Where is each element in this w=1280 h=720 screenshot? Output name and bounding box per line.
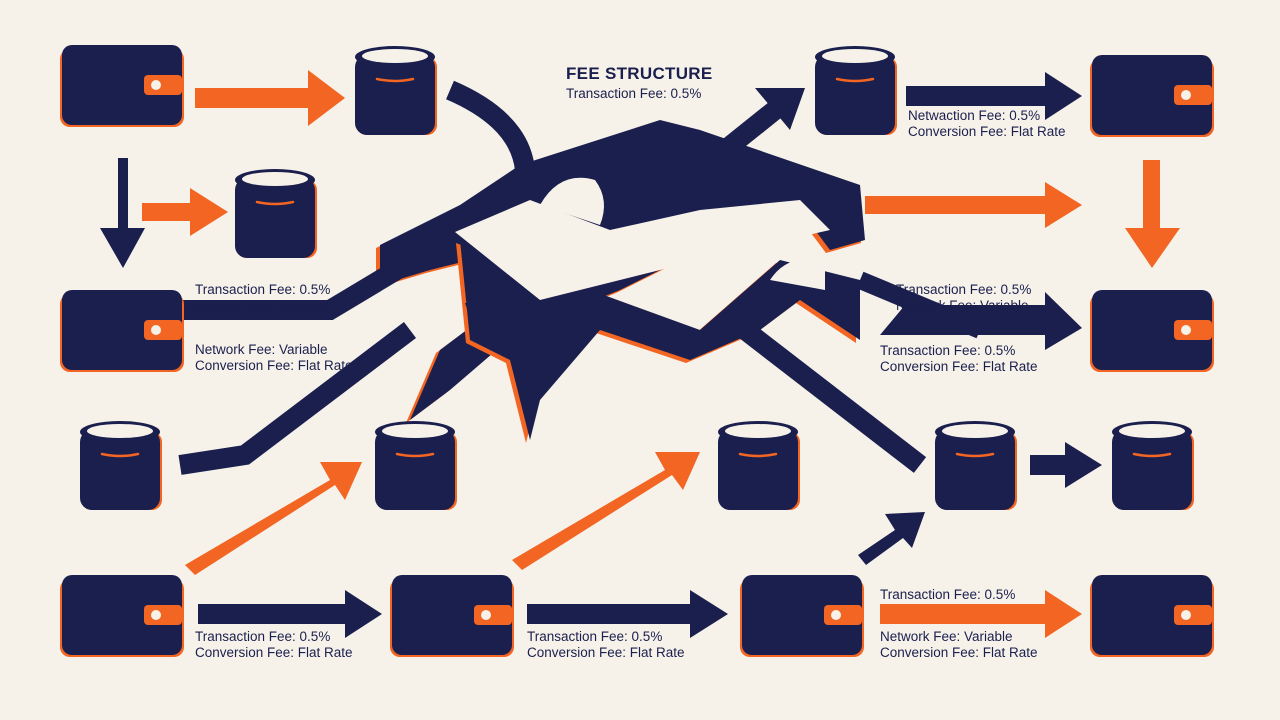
coin-stack-icon — [716, 419, 802, 512]
wallet-icon — [1090, 575, 1214, 657]
arrow-icon — [906, 72, 1082, 120]
arrow-icon — [527, 590, 728, 638]
coin-stack-icon — [373, 419, 459, 512]
coin-stack-icon — [233, 167, 319, 260]
coin-stack-icon — [933, 419, 1019, 512]
central-network — [175, 80, 984, 475]
arrow-icon — [858, 512, 925, 565]
fee-label-bottom-right: Network Fee: Variable Conversion Fee: Fl… — [880, 629, 1038, 660]
arrow-icon — [880, 292, 1082, 350]
fee-label-top-right: Netwaction Fee: 0.5% Conversion Fee: Fla… — [908, 108, 1066, 139]
fee-label-bottom-right-top: Transaction Fee: 0.5% — [880, 587, 1016, 602]
coin-stack-icon — [78, 419, 164, 512]
coin-stack-icon — [813, 44, 899, 137]
wallet-icon — [1090, 55, 1214, 137]
arrow-icon — [100, 158, 145, 268]
diagram-title: FEE STRUCTURE — [566, 64, 713, 83]
coin-stack-icon — [353, 44, 439, 137]
fee-label-right-lower: Transaction Fee: 0.5% Conversion Fee: Fl… — [880, 343, 1038, 374]
arrow-icon — [1030, 442, 1102, 488]
arrow-icon — [185, 462, 362, 575]
coin-stack-icon — [1110, 419, 1196, 512]
wallet-icon — [1090, 290, 1214, 372]
wallet-icon — [740, 575, 864, 657]
arrow-icon — [1125, 160, 1180, 268]
fee-label-bottom-mid: Transaction Fee: 0.5% Conversion Fee: Fl… — [527, 629, 685, 660]
wallet-icon — [60, 45, 184, 127]
wallet-icon — [60, 575, 184, 657]
wallet-icon — [390, 575, 514, 657]
arrow-icon — [512, 452, 700, 570]
diagram-subtitle: Transaction Fee: 0.5% — [566, 86, 702, 101]
wallet-icon — [60, 290, 184, 372]
fee-label-left-upper: Transaction Fee: 0.5% Network Fee: Varia… — [195, 282, 331, 313]
arrow-icon — [880, 590, 1082, 638]
arrow-icon — [865, 182, 1082, 228]
fee-label-bottom-left: Transaction Fee: 0.5% Conversion Fee: Fl… — [195, 629, 353, 660]
arrow-icon — [195, 70, 345, 126]
arrows — [100, 70, 1180, 638]
fee-label-right-upper: Transaction Fee: 0.5% Network Fee: Varia… — [896, 282, 1032, 313]
arrow-icon — [142, 188, 228, 236]
fee-label-left-lower: Network Fee: Variable Conversion Fee: Fl… — [195, 342, 353, 373]
arrow-icon — [198, 590, 382, 638]
